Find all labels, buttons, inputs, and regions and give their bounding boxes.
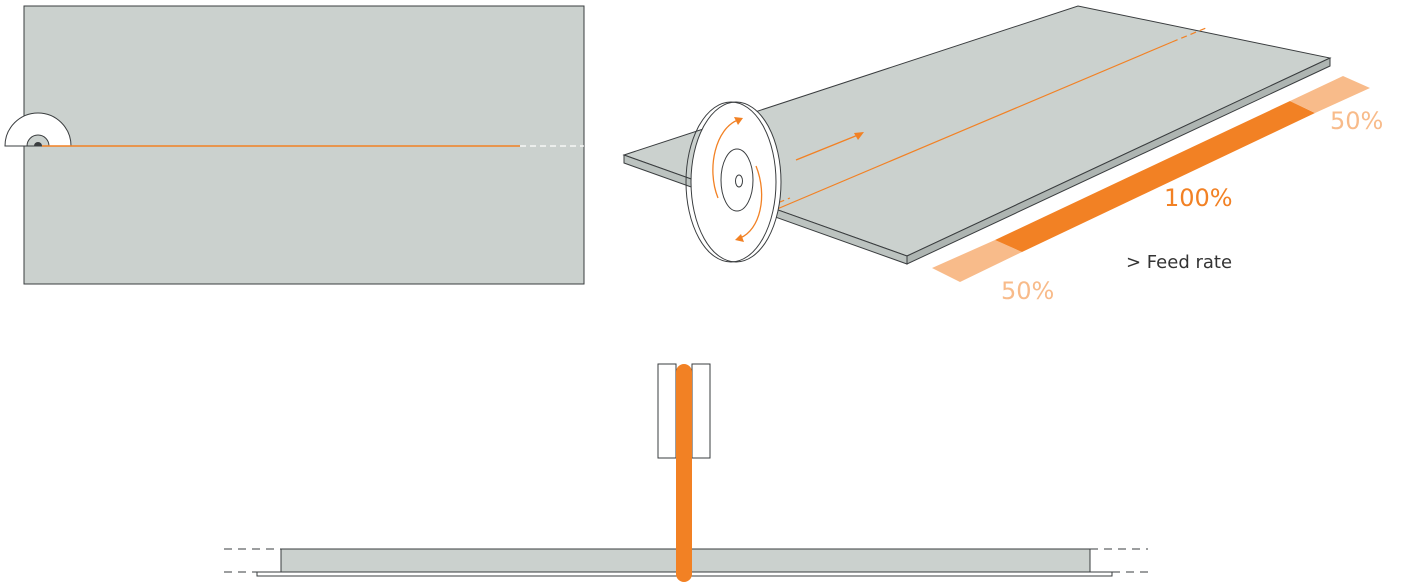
blade-flange-left (657, 363, 677, 459)
blade-guard-plan (4, 112, 72, 147)
rotation-arrow-bottom (739, 165, 763, 239)
blade-hub-plan (26, 134, 50, 147)
blade-axle-plan (34, 142, 42, 146)
feed-direction-arrow (795, 134, 859, 161)
rotation-arrow-top (712, 119, 739, 199)
saw-blade-section (676, 364, 692, 582)
feed-rate-caption: > Feed rate (1126, 252, 1232, 273)
feed-middle-label: 100% (1164, 184, 1233, 212)
perspective-view: 50% 100% 50% > Feed rate (622, 5, 1383, 305)
feed-end-label: 50% (1330, 107, 1383, 135)
rotation-arrowhead-top (734, 117, 743, 125)
feed-strip-middle (995, 101, 1315, 252)
saw-blade-rim (685, 101, 777, 263)
saw-blade-hub (720, 148, 754, 212)
section-view (224, 363, 1148, 582)
rotation-arrowhead-bottom (735, 234, 744, 242)
plan-view (4, 5, 585, 285)
feed-strip-start (932, 240, 1022, 282)
feed-direction-arrowhead (854, 132, 864, 140)
feed-strip-end (1290, 76, 1370, 113)
cut-line-perspective (769, 41, 1173, 213)
panel-plan (23, 5, 585, 285)
cut-line-perspective-dashed (1171, 27, 1207, 43)
feed-start-label: 50% (1001, 277, 1054, 305)
saw-blade-axle (735, 174, 743, 188)
blade-flange-right (691, 363, 711, 459)
